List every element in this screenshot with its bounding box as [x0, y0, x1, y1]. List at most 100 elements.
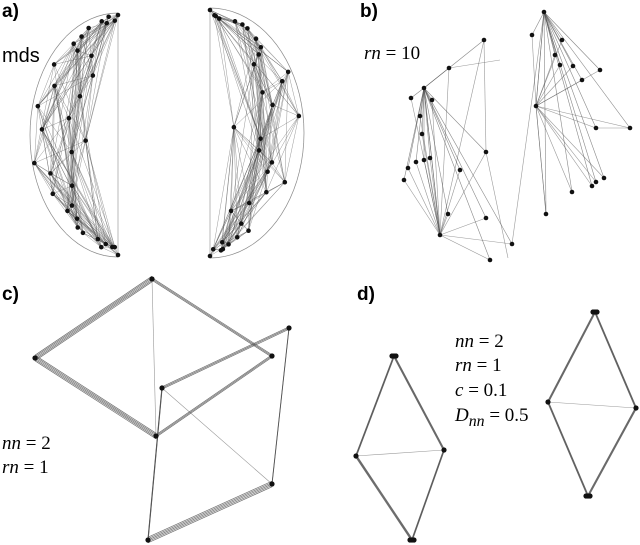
panel-a-right-edge — [214, 15, 235, 128]
panel-a-left-node — [52, 83, 57, 89]
panel-a-left-edge — [77, 50, 81, 97]
panel-b-edge — [410, 87, 425, 99]
panel-a-right-edge — [276, 44, 282, 53]
panel-a-left-node — [112, 18, 118, 23]
panel-b-edge — [535, 105, 605, 179]
panel-b-node — [437, 232, 443, 238]
panel-a-left-edge — [34, 106, 39, 164]
panel-d-right-edge — [547, 310, 596, 401]
panel-a-right-edge — [260, 92, 263, 139]
panel-a-left-edge — [71, 185, 115, 248]
panel-d-left-edge — [355, 449, 445, 457]
panel-a-left-edge — [68, 50, 78, 119]
panel-b-node — [569, 189, 575, 195]
panel-a-left-edge — [41, 129, 54, 194]
panel-b-node — [421, 157, 427, 163]
panel-a-left-node — [65, 208, 70, 214]
panel-a-right-edge — [233, 127, 268, 172]
panel-a-left-edge — [71, 36, 82, 153]
panel-b-edge — [423, 87, 441, 236]
panel-a-left-node — [77, 93, 83, 99]
panel-a-left-edge — [52, 193, 73, 206]
panel-a-left-node — [79, 34, 84, 39]
panel-b-edge — [535, 105, 547, 215]
panel-a-left-edge — [66, 30, 73, 37]
panel-a-right-edge — [302, 142, 305, 153]
panel-d-right-node — [590, 309, 596, 315]
panel-a-left-edge — [71, 185, 99, 240]
panel-b-edge — [421, 133, 441, 236]
panel-a-right-edge — [255, 38, 289, 73]
panel-a-left-edge — [55, 221, 62, 228]
panel-d-left-node — [407, 537, 413, 543]
panel-c-edge — [34, 281, 153, 362]
panel-a-right-edge — [270, 37, 277, 45]
panel-a-right-edge — [242, 24, 273, 106]
panel-a-right-edge — [231, 251, 240, 255]
panel-a-left-edge — [71, 151, 115, 248]
panel-a-right-edge — [271, 71, 289, 163]
panel-a-left-edge — [50, 173, 73, 186]
panel-a-left-edge — [41, 129, 115, 248]
panel-a-left-node — [75, 225, 81, 230]
panel-b-edge — [535, 79, 583, 107]
param-subscript: nn — [468, 412, 485, 430]
panel-a-right-edge — [217, 256, 225, 258]
panel-a-right-edge — [296, 85, 300, 95]
panel-b-edge — [543, 11, 597, 129]
panel-a-right-edge — [287, 71, 300, 117]
panel-a-right-node — [279, 78, 285, 84]
panel-b-node — [593, 179, 599, 185]
panel-a-left-node — [69, 203, 75, 208]
panel-c-edge — [147, 486, 273, 544]
panel-a-right-node — [226, 242, 231, 247]
panel-a-left-node — [90, 73, 96, 78]
panel-a-left-edge — [33, 172, 38, 182]
panel-a-right-edge — [230, 210, 249, 231]
panel-b-node — [529, 32, 535, 38]
panel-a-left-edge — [76, 218, 102, 248]
panel-b-edge — [423, 87, 491, 261]
panel-a-left-edge — [77, 21, 85, 27]
panel-a-right-edge — [222, 192, 267, 243]
panel-a-left-edge — [84, 18, 91, 23]
panel-a-right-node — [258, 44, 264, 50]
panel-a-right-edge — [302, 113, 305, 124]
panel-b-node — [559, 37, 565, 43]
panel-a-left-node — [86, 25, 91, 31]
panel-b-node — [589, 183, 595, 189]
panel-a-right-edge — [284, 71, 289, 183]
panel-a-left-edge — [50, 151, 72, 174]
panel-a-left-edge — [85, 140, 116, 248]
panel-a-right-edge — [230, 115, 300, 212]
panel-b-edge — [485, 151, 509, 259]
panel-b-edge — [403, 179, 441, 236]
panel-a-left-edge — [67, 185, 73, 211]
panel-c-node — [269, 353, 275, 359]
panel-a-left-edge — [68, 20, 116, 119]
panel-a-left-edge — [71, 238, 79, 244]
panel-a-right-edge — [301, 152, 304, 163]
panel-a-left-edge — [34, 140, 86, 164]
panel-a-left-edge — [54, 85, 70, 119]
panel-a-left-edge — [34, 162, 53, 194]
panel-a-right-edge — [270, 221, 277, 229]
panel-a-right-edge — [258, 150, 273, 163]
panel-a-right-edge — [252, 239, 260, 245]
panel-b-node — [413, 159, 419, 165]
panel-d-label: d) — [357, 284, 375, 305]
panel-d-left-edge — [393, 356, 445, 451]
panel-a-left-edge — [37, 75, 93, 107]
panel-a-label: a) — [2, 1, 19, 22]
panel-a-left-edge — [52, 185, 73, 195]
panel-a-right-node — [234, 234, 240, 240]
panel-d-right-node — [633, 405, 639, 411]
panel-a-left-edge — [37, 20, 115, 107]
panel-d-left-node — [353, 453, 359, 459]
panel-b-edge — [535, 105, 597, 183]
panel-a-left-edge — [54, 43, 74, 86]
panel-a-left-edge — [71, 36, 82, 186]
panel-b-node — [417, 113, 423, 119]
panel-a-left-edge — [97, 253, 105, 256]
panel-a-right-edge — [230, 92, 263, 211]
